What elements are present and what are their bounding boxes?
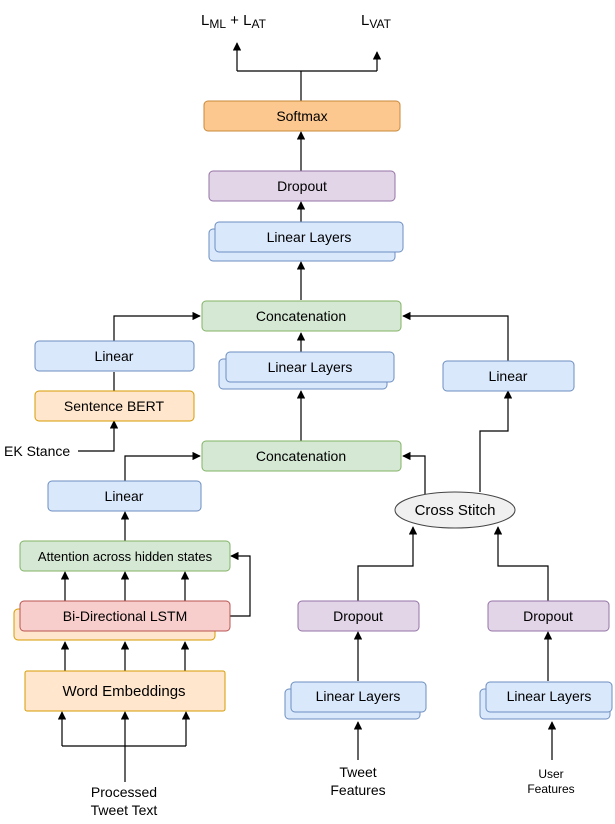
edge-linear-lower-to-concat [124,451,201,481]
svg-text:Concatenation: Concatenation [256,448,346,464]
edge-dropout-tweet-to-crossstitch [357,526,418,601]
svg-text:Linear: Linear [95,348,134,364]
edge-softmax-to-outputs [237,70,377,101]
svg-text:Dropout: Dropout [277,178,327,194]
cross-stitch-node: Cross Stitch [394,491,516,529]
svg-text:Dropout: Dropout [523,608,573,624]
edges [57,42,557,782]
edge-crossstitch-to-concat [402,451,426,494]
svg-text:Word Embeddings: Word Embeddings [62,683,185,700]
loss-left-label: LML + LAT [201,12,267,31]
edge-bilstm-loop [230,551,251,617]
linear-left-node: Linear [34,340,195,372]
linear-right-node: Linear [442,360,575,392]
svg-text:Dropout: Dropout [333,608,383,624]
svg-text:Linear Layers: Linear Layers [267,229,352,245]
svg-text:Attention across hidden states: Attention across hidden states [38,549,213,564]
svg-text:Sentence BERT: Sentence BERT [64,398,165,414]
edge-ekstance-to-sbert [78,420,119,452]
tweet-features-label-line1: Tweet [339,764,376,780]
tweet-features-label-line2: Features [330,782,385,798]
edge-linear-left-to-concat [113,311,201,341]
svg-text:Linear Layers: Linear Layers [268,359,353,375]
word-embeddings-node: Word Embeddings [24,670,226,712]
concatenation-top-node: Concatenation [201,300,402,332]
attention-node: Attention across hidden states [19,540,231,572]
user-features-label-line2: Features [527,782,574,796]
user-features-label-line1: User [538,767,563,781]
svg-text:Softmax: Softmax [276,108,327,124]
linear-layers-user-node: Linear Layers [479,681,613,720]
svg-text:Cross Stitch: Cross Stitch [415,502,496,519]
processed-text-label-line2: Tweet Text [91,802,158,818]
svg-text:Linear: Linear [105,488,144,504]
ek-stance-label: EK Stance [4,443,70,459]
linear-layers-tweet-node: Linear Layers [284,681,427,720]
dropout-tweet-node: Dropout [297,600,420,632]
svg-text:Bi-Directional LSTM: Bi-Directional LSTM [63,608,187,624]
edge-linear-right-to-concat [402,311,509,361]
edge-crossstitch-to-linear-right [479,390,513,492]
bilstm-node: Bi-Directional LSTM [13,600,231,641]
svg-text:Linear: Linear [489,368,528,384]
linear-layers-top-node: Linear Layers [208,221,404,262]
linear-lower-node: Linear [47,480,202,512]
linear-layers-mid-node: Linear Layers [218,351,395,390]
svg-text:Linear Layers: Linear Layers [507,688,592,704]
softmax-node: Softmax [203,100,401,132]
edge-dropout-user-to-crossstitch [493,526,549,601]
dropout-user-node: Dropout [487,600,610,632]
dropout-top-node: Dropout [208,170,396,202]
processed-text-label-line1: Processed [91,784,157,800]
edge-text-to-emb [62,745,186,782]
svg-text:Concatenation: Concatenation [256,308,346,324]
concatenation-mid-node: Concatenation [201,440,402,472]
loss-right-label: LVAT [361,12,392,31]
sentence-bert-node: Sentence BERT [34,390,195,422]
svg-text:Linear Layers: Linear Layers [316,688,401,704]
